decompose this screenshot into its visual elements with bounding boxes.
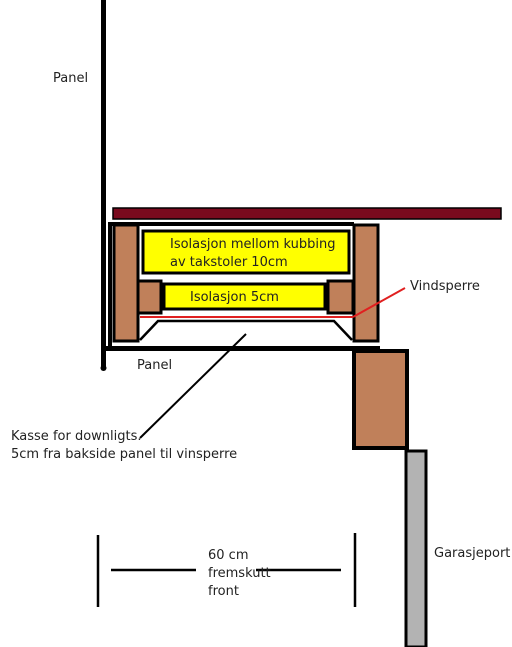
label-box-note-2: 5cm fra bakside panel til vinsperre xyxy=(11,447,237,462)
garage-door xyxy=(404,449,428,647)
wood-block-small-left xyxy=(136,279,163,315)
label-insulation-large-1: Isolasjon mellom kubbing xyxy=(170,237,335,252)
insulation-large xyxy=(141,229,351,275)
label-box-note-1: Kasse for downligts. xyxy=(11,429,142,444)
wood-block-right xyxy=(352,223,380,343)
label-wind-barrier: Vindsperre xyxy=(410,279,480,294)
insulation-small xyxy=(162,282,327,311)
wood-block-left xyxy=(112,223,140,343)
bottom-panel-line xyxy=(104,346,378,351)
label-dimension-1: 60 cm xyxy=(208,548,249,563)
wall-panel-end xyxy=(100,365,107,371)
wall-panel-line xyxy=(101,0,106,368)
garage-beam xyxy=(352,349,409,450)
soffit-box-outline xyxy=(108,222,354,346)
wind-barrier-pointer xyxy=(352,287,406,318)
label-garage-door: Garasjeport xyxy=(434,546,510,561)
label-panel-bottom: Panel xyxy=(137,358,172,373)
label-insulation-small: Isolasjon 5cm xyxy=(190,290,279,305)
downlight-box xyxy=(139,319,353,341)
label-dimension-3: front xyxy=(208,584,239,599)
label-dimension-2: fremskutt xyxy=(208,566,271,581)
downlight-box-pointer xyxy=(139,333,247,439)
label-panel-top: Panel xyxy=(53,71,88,86)
wood-block-small-right xyxy=(326,279,355,315)
label-insulation-large-2: av takstoler 10cm xyxy=(170,255,288,270)
roof-board xyxy=(112,207,502,220)
